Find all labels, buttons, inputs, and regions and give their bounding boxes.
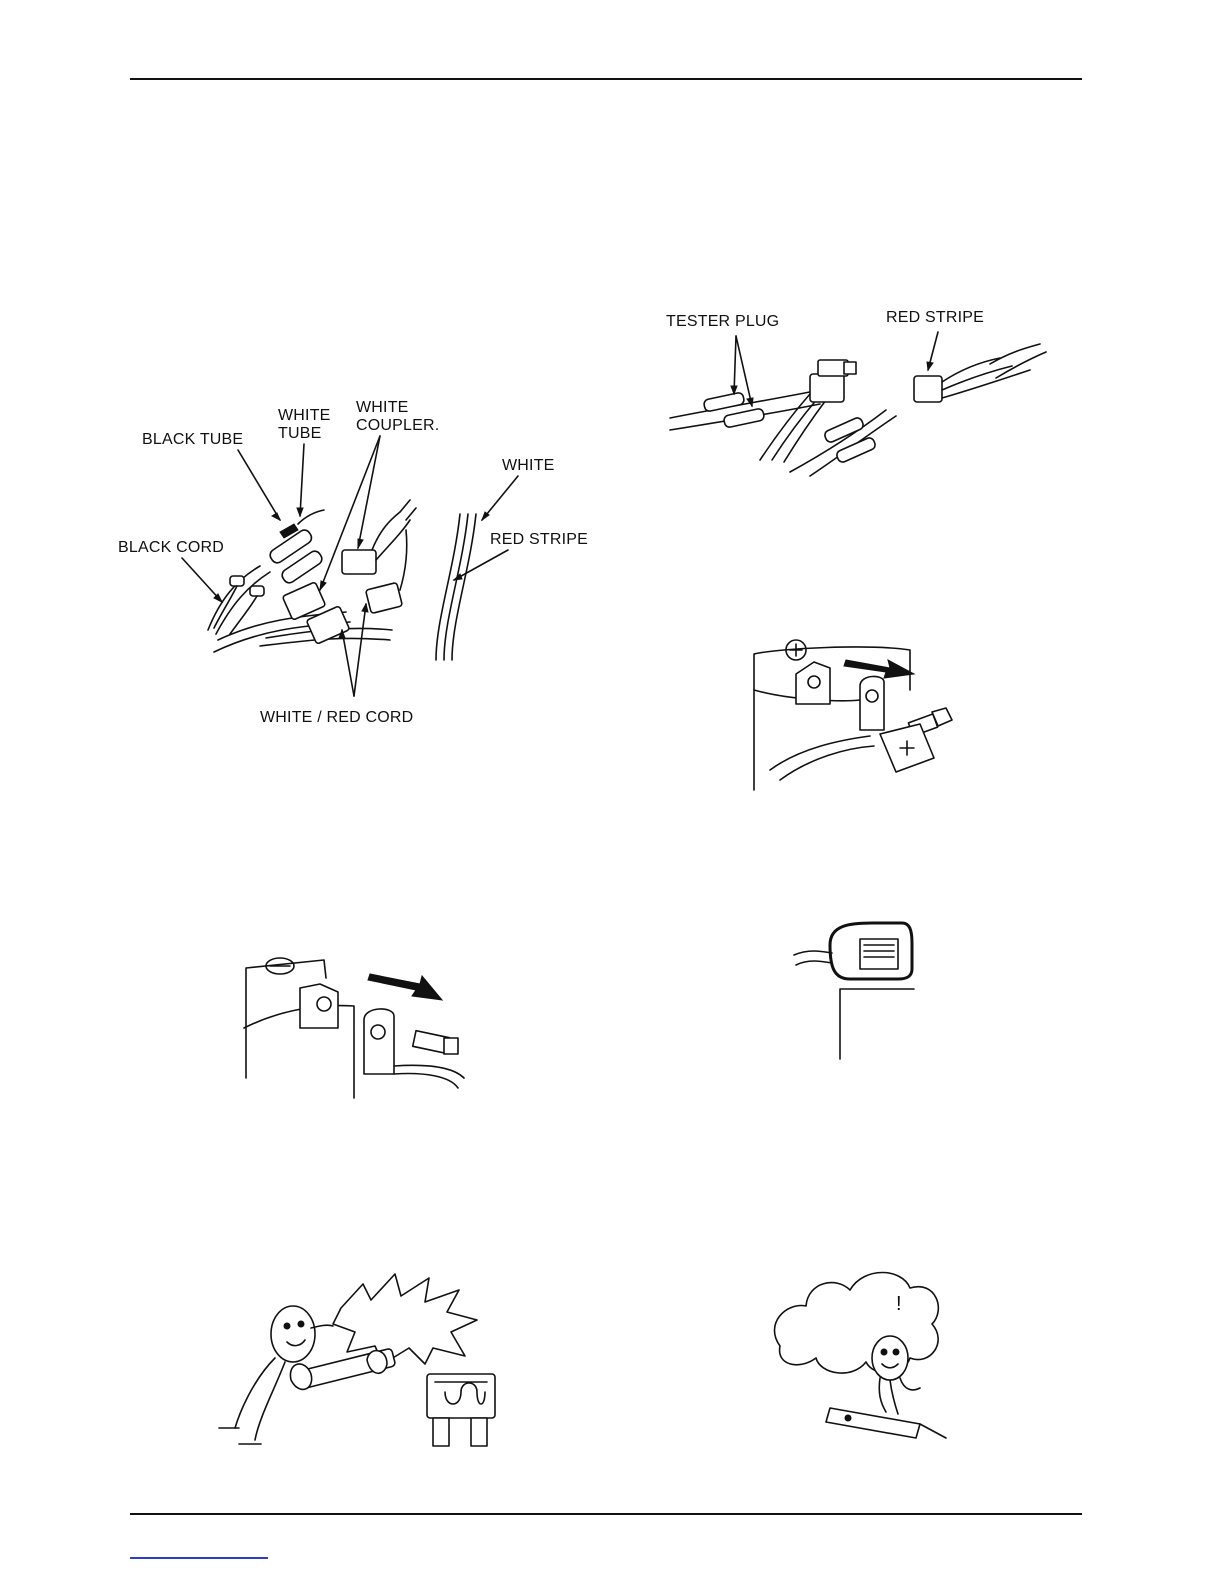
battery-negative-drawing: [244, 958, 464, 1098]
label-tester-red-stripe: RED STRIPE: [886, 309, 984, 326]
label-red-stripe: RED STRIPE: [490, 531, 588, 548]
label-black-tube: BLACK TUBE: [142, 431, 243, 448]
battery-positive-drawing: [754, 640, 952, 790]
fuse-cartoon-figure: [215, 1268, 515, 1458]
label-black-cord: BLACK CORD: [118, 539, 224, 556]
label-white-red-cord: WHITE / RED CORD: [260, 709, 413, 726]
footer-link-underline[interactable]: [130, 1557, 268, 1559]
label-white-tube-line1: WHITE: [278, 407, 331, 424]
battery-negative-disconnect-figure: [244, 948, 474, 1098]
harness-drawing: [182, 436, 518, 696]
exclamation-mark: !: [896, 1293, 902, 1315]
tester-plug-figure: TESTER PLUG RED STRIPE: [660, 300, 1060, 490]
thinking-cartoon-drawing: [774, 1273, 946, 1439]
harness-connector-figure: BLACK TUBE WHITE TUBE WHITE COUPLER. WHI…: [110, 390, 590, 730]
tester-plug-drawing: [670, 332, 1046, 476]
label-tester-plug: TESTER PLUG: [666, 313, 779, 330]
fuse-cartoon-drawing: [219, 1274, 495, 1446]
header-rule: [130, 78, 1082, 80]
label-white-coupler-line1: WHITE: [356, 399, 409, 416]
footer-rule: [130, 1513, 1082, 1515]
label-white-tube-line2: TUBE: [278, 425, 321, 442]
thinking-cartoon-figure: !: [770, 1262, 950, 1444]
terminal-cover-figure: [790, 915, 920, 1065]
label-white: WHITE: [502, 457, 555, 474]
terminal-cover-drawing: [794, 923, 914, 1059]
label-white-coupler-line2: COUPLER.: [356, 417, 439, 434]
battery-positive-connect-figure: [750, 630, 980, 800]
